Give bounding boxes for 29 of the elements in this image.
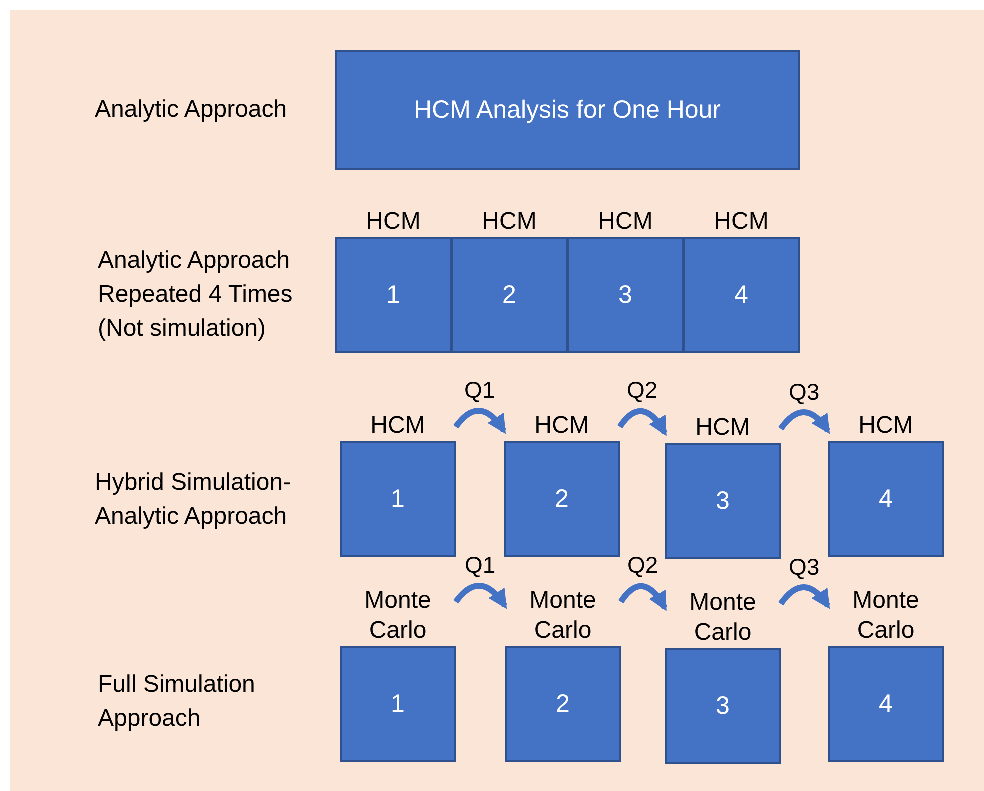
box-text: 3 bbox=[716, 486, 730, 516]
box-heading: Monte Carlo bbox=[528, 586, 598, 646]
box-heading: HCM bbox=[366, 207, 421, 237]
box-heading: Monte Carlo bbox=[688, 588, 758, 648]
box-heading: HCM bbox=[858, 411, 914, 441]
box-text: HCM Analysis for One Hour bbox=[414, 96, 722, 124]
box-text: 4 bbox=[734, 280, 748, 310]
row-label: Full Simulation Approach bbox=[98, 670, 256, 734]
box-text: 3 bbox=[618, 280, 632, 310]
box-text: 4 bbox=[879, 690, 893, 718]
box-heading: HCM bbox=[714, 207, 769, 237]
box-heading: HCM bbox=[598, 207, 653, 237]
box-heading: HCM bbox=[696, 413, 750, 443]
box-text: 1 bbox=[386, 280, 400, 310]
row-label: Analytic Approach bbox=[95, 95, 288, 125]
box-text: 2 bbox=[502, 280, 516, 310]
box-heading: HCM bbox=[534, 411, 590, 441]
box-text: 2 bbox=[556, 690, 570, 718]
box-heading: HCM bbox=[370, 411, 426, 441]
box-text: 1 bbox=[391, 484, 405, 514]
box-heading: Monte Carlo bbox=[852, 586, 920, 646]
box-text: 3 bbox=[716, 692, 730, 720]
box-heading: HCM bbox=[482, 207, 537, 237]
box-text: 1 bbox=[391, 690, 405, 718]
box-text: 4 bbox=[879, 484, 893, 514]
box-text: 2 bbox=[555, 484, 569, 514]
row-label: Analytic Approach Repeated 4 Times (Not simulation) bbox=[98, 246, 294, 344]
box-heading: Monte Carlo bbox=[364, 586, 432, 646]
row-label: Hybrid Simulation- Analytic Approach bbox=[95, 468, 292, 532]
